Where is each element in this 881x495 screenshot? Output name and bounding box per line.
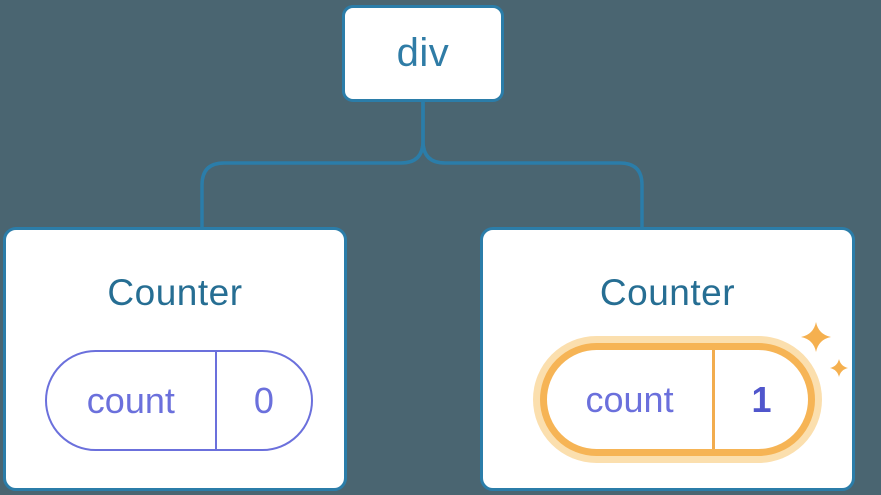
counter-card-right: Counter count 1	[480, 227, 855, 491]
connector-right-branch	[421, 101, 644, 227]
state-pill: count 0	[45, 350, 313, 451]
sparkle-small	[830, 359, 848, 377]
sparkle-large	[801, 322, 831, 352]
state-key-segment: count	[547, 350, 716, 449]
card-title: Counter	[599, 272, 736, 313]
state-value: 1	[751, 378, 772, 420]
card-title: Counter	[107, 272, 243, 313]
state-key-segment: count	[47, 352, 217, 449]
state-key-label: count	[585, 378, 674, 420]
counter-card-left: Counter count 0	[3, 227, 347, 491]
state-pill-highlighted: count 1	[540, 343, 815, 456]
state-value: 0	[253, 379, 274, 421]
root-node-label: div	[396, 31, 450, 75]
state-value-segment: 0	[217, 352, 311, 449]
connector-left-branch	[200, 101, 425, 227]
state-value-segment: 1	[715, 350, 808, 449]
state-key-label: count	[86, 379, 175, 421]
root-node-div: div	[342, 5, 504, 102]
